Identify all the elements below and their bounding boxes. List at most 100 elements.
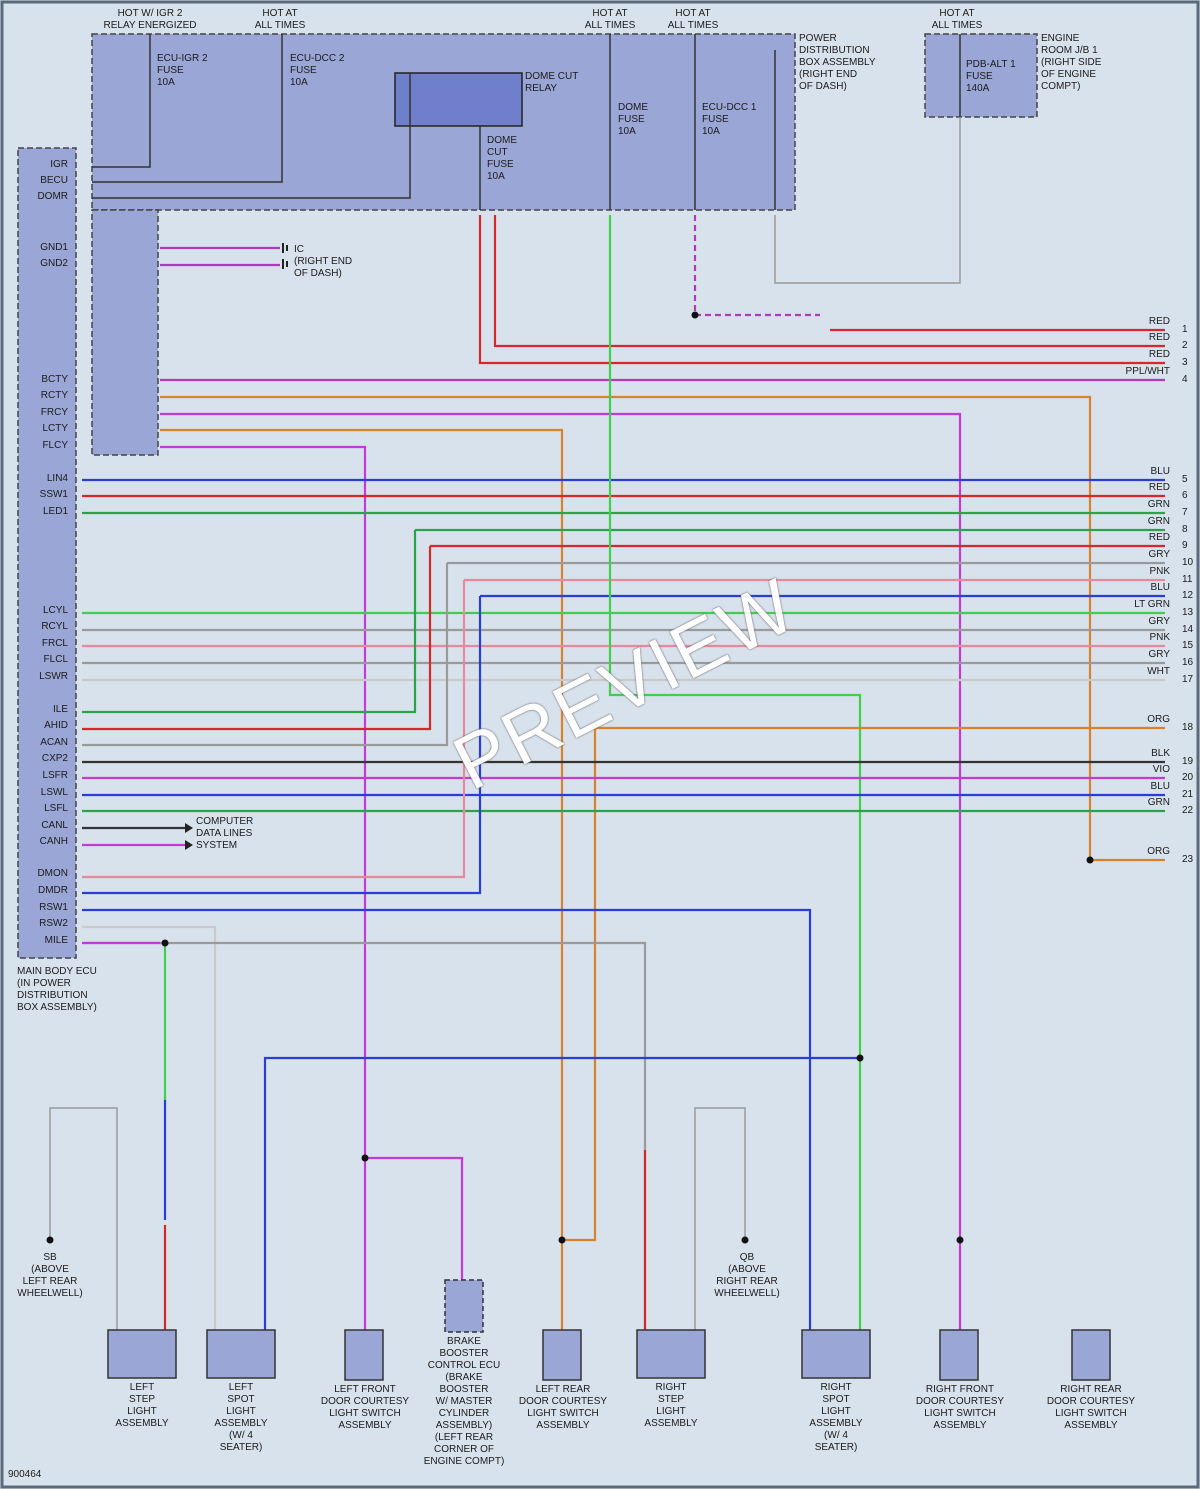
- ecu-pin-frcy: FRCY: [40, 407, 68, 418]
- ground-qb-label: QB (ABOVE RIGHT REAR WHEELWELL): [714, 1252, 780, 1299]
- ecu-pin-lswr: LSWR: [39, 671, 68, 682]
- terminal-wire-color: RED: [1148, 532, 1170, 543]
- ecu-pin-becu: BECU: [40, 175, 68, 186]
- terminal-wire-color: BLU: [1150, 781, 1170, 792]
- terminal-wire-color: GRY: [1148, 616, 1171, 627]
- ecu-pin-lin4: LIN4: [46, 473, 68, 484]
- terminal-wire-color: RED: [1148, 349, 1170, 360]
- brake-booster-box: [444, 1279, 484, 1333]
- ecu-pin-rsw1: RSW1: [39, 902, 68, 913]
- ecu-pin-flcl: FLCL: [43, 654, 68, 665]
- terminal-wire-color: GRN: [1147, 499, 1170, 510]
- ecu-pin-domr: DOMR: [37, 191, 68, 202]
- ecu-pin-igr: IGR: [50, 159, 68, 170]
- computer-data-lines-label: COMPUTER DATA LINES SYSTEM: [196, 816, 254, 851]
- terminal-number: 4: [1182, 374, 1188, 385]
- terminal-number: 19: [1182, 756, 1194, 767]
- terminal-number: 23: [1182, 854, 1194, 865]
- hot-all-times-label-2: HOT AT ALL TIMES: [584, 8, 636, 31]
- left-spot-light-box: [206, 1329, 276, 1379]
- terminal-wire-color: GRY: [1148, 649, 1171, 660]
- terminal-wire-color: GRN: [1147, 797, 1170, 808]
- terminal-number: 3: [1182, 357, 1188, 368]
- terminal-number: 9: [1182, 540, 1188, 551]
- terminal-wire-color: GRN: [1147, 516, 1170, 527]
- ecu-pin-lsfl: LSFL: [44, 803, 68, 814]
- right-front-door-switch-label: RIGHT FRONT DOOR COURTESY LIGHT SWITCH A…: [915, 1384, 1005, 1431]
- terminal-number: 22: [1182, 805, 1194, 816]
- left-step-light-box: [107, 1329, 177, 1379]
- terminal-wire-color: LT GRN: [1134, 599, 1170, 610]
- right-rear-door-switch-box: [1071, 1329, 1111, 1381]
- power-distribution-box-label: POWER DISTRIBUTION BOX ASSEMBLY (RIGHT E…: [799, 33, 876, 92]
- ecu-pin-rcyl: RCYL: [41, 621, 68, 632]
- ecu-pin-ssw1: SSW1: [39, 489, 68, 500]
- terminal-wire-color: BLU: [1150, 466, 1170, 477]
- terminal-number: 14: [1182, 624, 1194, 635]
- hot-all-times-label-1: HOT AT ALL TIMES: [254, 8, 306, 31]
- terminal-number: 1: [1182, 324, 1188, 335]
- ecu-pin-lcty: LCTY: [42, 423, 68, 434]
- hot-all-times-label-3: HOT AT ALL TIMES: [667, 8, 719, 31]
- brake-booster-label: BRAKE BOOSTER CONTROL ECU (BRAKE BOOSTER…: [423, 1336, 505, 1467]
- terminal-wire-color: RED: [1148, 332, 1170, 343]
- ecu-pin-cxp2: CXP2: [41, 753, 68, 764]
- right-front-door-switch-box: [939, 1329, 979, 1381]
- left-spot-light-label: LEFT SPOT LIGHT ASSEMBLY (W/ 4 SEATER): [214, 1382, 268, 1453]
- ecu-pin-dmdr: DMDR: [38, 885, 68, 896]
- ecu-pin-flcy: FLCY: [42, 440, 68, 451]
- ecu-pin-gnd2: GND2: [40, 258, 68, 269]
- left-front-door-switch-label: LEFT FRONT DOOR COURTESY LIGHT SWITCH AS…: [320, 1384, 410, 1431]
- ecu-pin-canh: CANH: [39, 836, 68, 847]
- hot-all-times-label-4: HOT AT ALL TIMES: [931, 8, 983, 31]
- ground-ic-label: IC (RIGHT END OF DASH): [294, 244, 353, 279]
- terminal-number: 21: [1182, 789, 1194, 800]
- left-rear-door-switch-label: LEFT REAR DOOR COURTESY LIGHT SWITCH ASS…: [518, 1384, 608, 1431]
- terminal-number: 12: [1182, 590, 1194, 601]
- terminal-number: 15: [1182, 640, 1194, 651]
- hot-igr2-label: HOT W/ IGR 2 RELAY ENERGIZED: [103, 8, 197, 31]
- ecu-pin-gnd1: GND1: [40, 242, 68, 253]
- terminal-number: 13: [1182, 607, 1194, 618]
- terminal-number: 10: [1182, 557, 1194, 568]
- terminal-wire-color: BLK: [1151, 748, 1170, 759]
- terminal-number: 17: [1182, 674, 1194, 685]
- terminal-wire-color: RED: [1148, 316, 1170, 327]
- terminal-number: 11: [1182, 574, 1193, 585]
- ground-sb-label: SB (ABOVE LEFT REAR WHEELWELL): [17, 1252, 83, 1299]
- ecu-pin-lsfr: LSFR: [42, 770, 68, 781]
- right-step-light-box: [636, 1329, 706, 1379]
- ecu-pin-lswl: LSWL: [40, 787, 68, 798]
- dome-fuse-label: DOME FUSE 10A: [618, 102, 648, 137]
- terminal-number: 5: [1182, 474, 1188, 485]
- right-spot-light-box: [801, 1329, 871, 1379]
- dome-cut-relay-label: DOME CUT RELAY: [525, 71, 579, 94]
- left-front-door-switch-box: [344, 1329, 384, 1381]
- left-step-light-label: LEFT STEP LIGHT ASSEMBLY: [115, 1382, 169, 1429]
- terminal-number: 6: [1182, 490, 1188, 501]
- right-spot-light-label: RIGHT SPOT LIGHT ASSEMBLY (W/ 4 SEATER): [809, 1382, 863, 1453]
- ecu-pin-canl: CANL: [41, 820, 68, 831]
- ecu-pin-ile: ILE: [52, 704, 68, 715]
- ecu-igr2-fuse-label: ECU-IGR 2 FUSE 10A: [157, 53, 208, 88]
- main-body-ecu-label: MAIN BODY ECU (IN POWER DISTRIBUTION BOX…: [17, 966, 97, 1013]
- terminal-wire-color: WHT: [1147, 666, 1170, 677]
- ecu-pin-bcty: BCTY: [41, 374, 68, 385]
- terminal-wire-color: VIO: [1152, 764, 1170, 775]
- terminal-number: 2: [1182, 340, 1188, 351]
- ecu-pin-frcl: FRCL: [41, 638, 68, 649]
- main-body-ecu: [17, 147, 77, 959]
- ecu-pin-dmon: DMON: [37, 868, 68, 879]
- ecu-dcc1-fuse-label: ECU-DCC 1 FUSE 10A: [702, 102, 757, 137]
- ecu-pin-acan: ACAN: [40, 737, 68, 748]
- terminal-wire-color: RED: [1148, 482, 1170, 493]
- terminal-wire-color: ORG: [1147, 846, 1170, 857]
- terminal-number: 7: [1182, 507, 1188, 518]
- terminal-number: 16: [1182, 657, 1194, 668]
- ecu-dcc2-fuse-label: ECU-DCC 2 FUSE 10A: [290, 53, 345, 88]
- engine-room-jb: [924, 33, 1038, 118]
- dome-cut-relay: [394, 72, 523, 127]
- terminal-number: 18: [1182, 722, 1194, 733]
- right-step-light-label: RIGHT STEP LIGHT ASSEMBLY: [644, 1382, 698, 1429]
